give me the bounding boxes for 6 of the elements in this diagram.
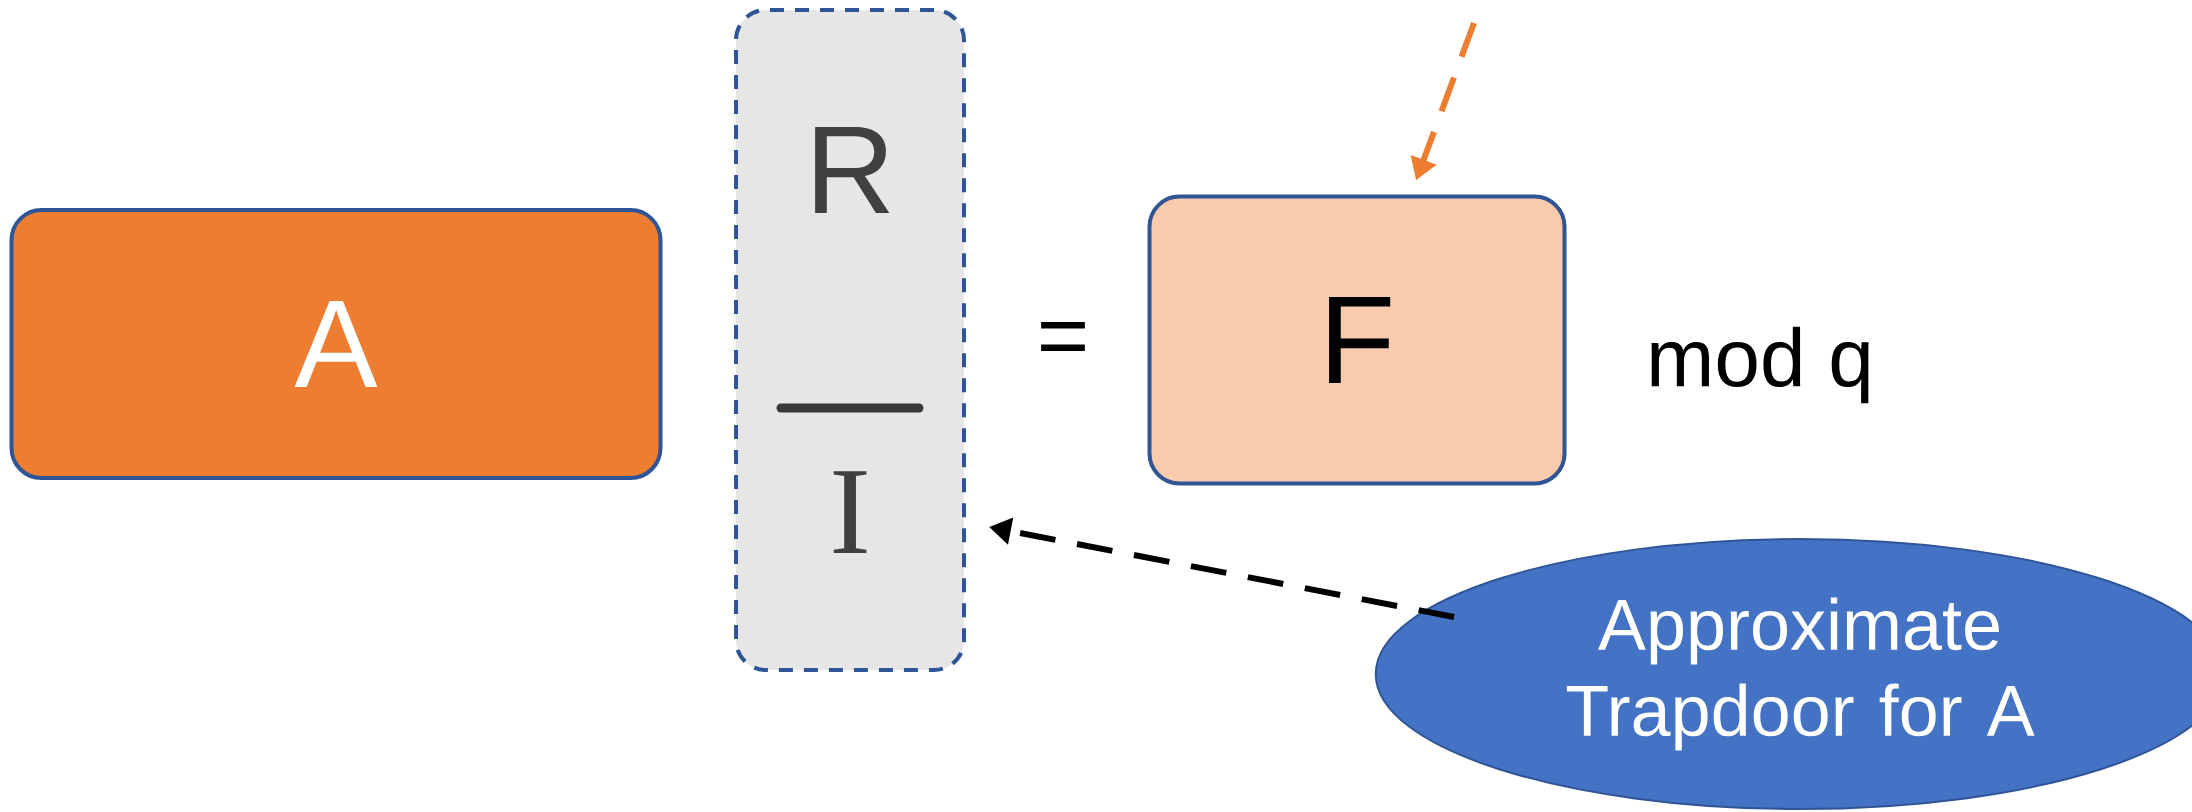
ellipse-node: Approximate Trapdoor for A [1374,538,2192,810]
dashed-box: R I [734,8,966,672]
matrix-box: F [1147,194,1567,486]
formula-text: = [1041,321,1085,351]
matrix-box: A [9,208,663,480]
formula-text: mod q [1651,326,1869,404]
